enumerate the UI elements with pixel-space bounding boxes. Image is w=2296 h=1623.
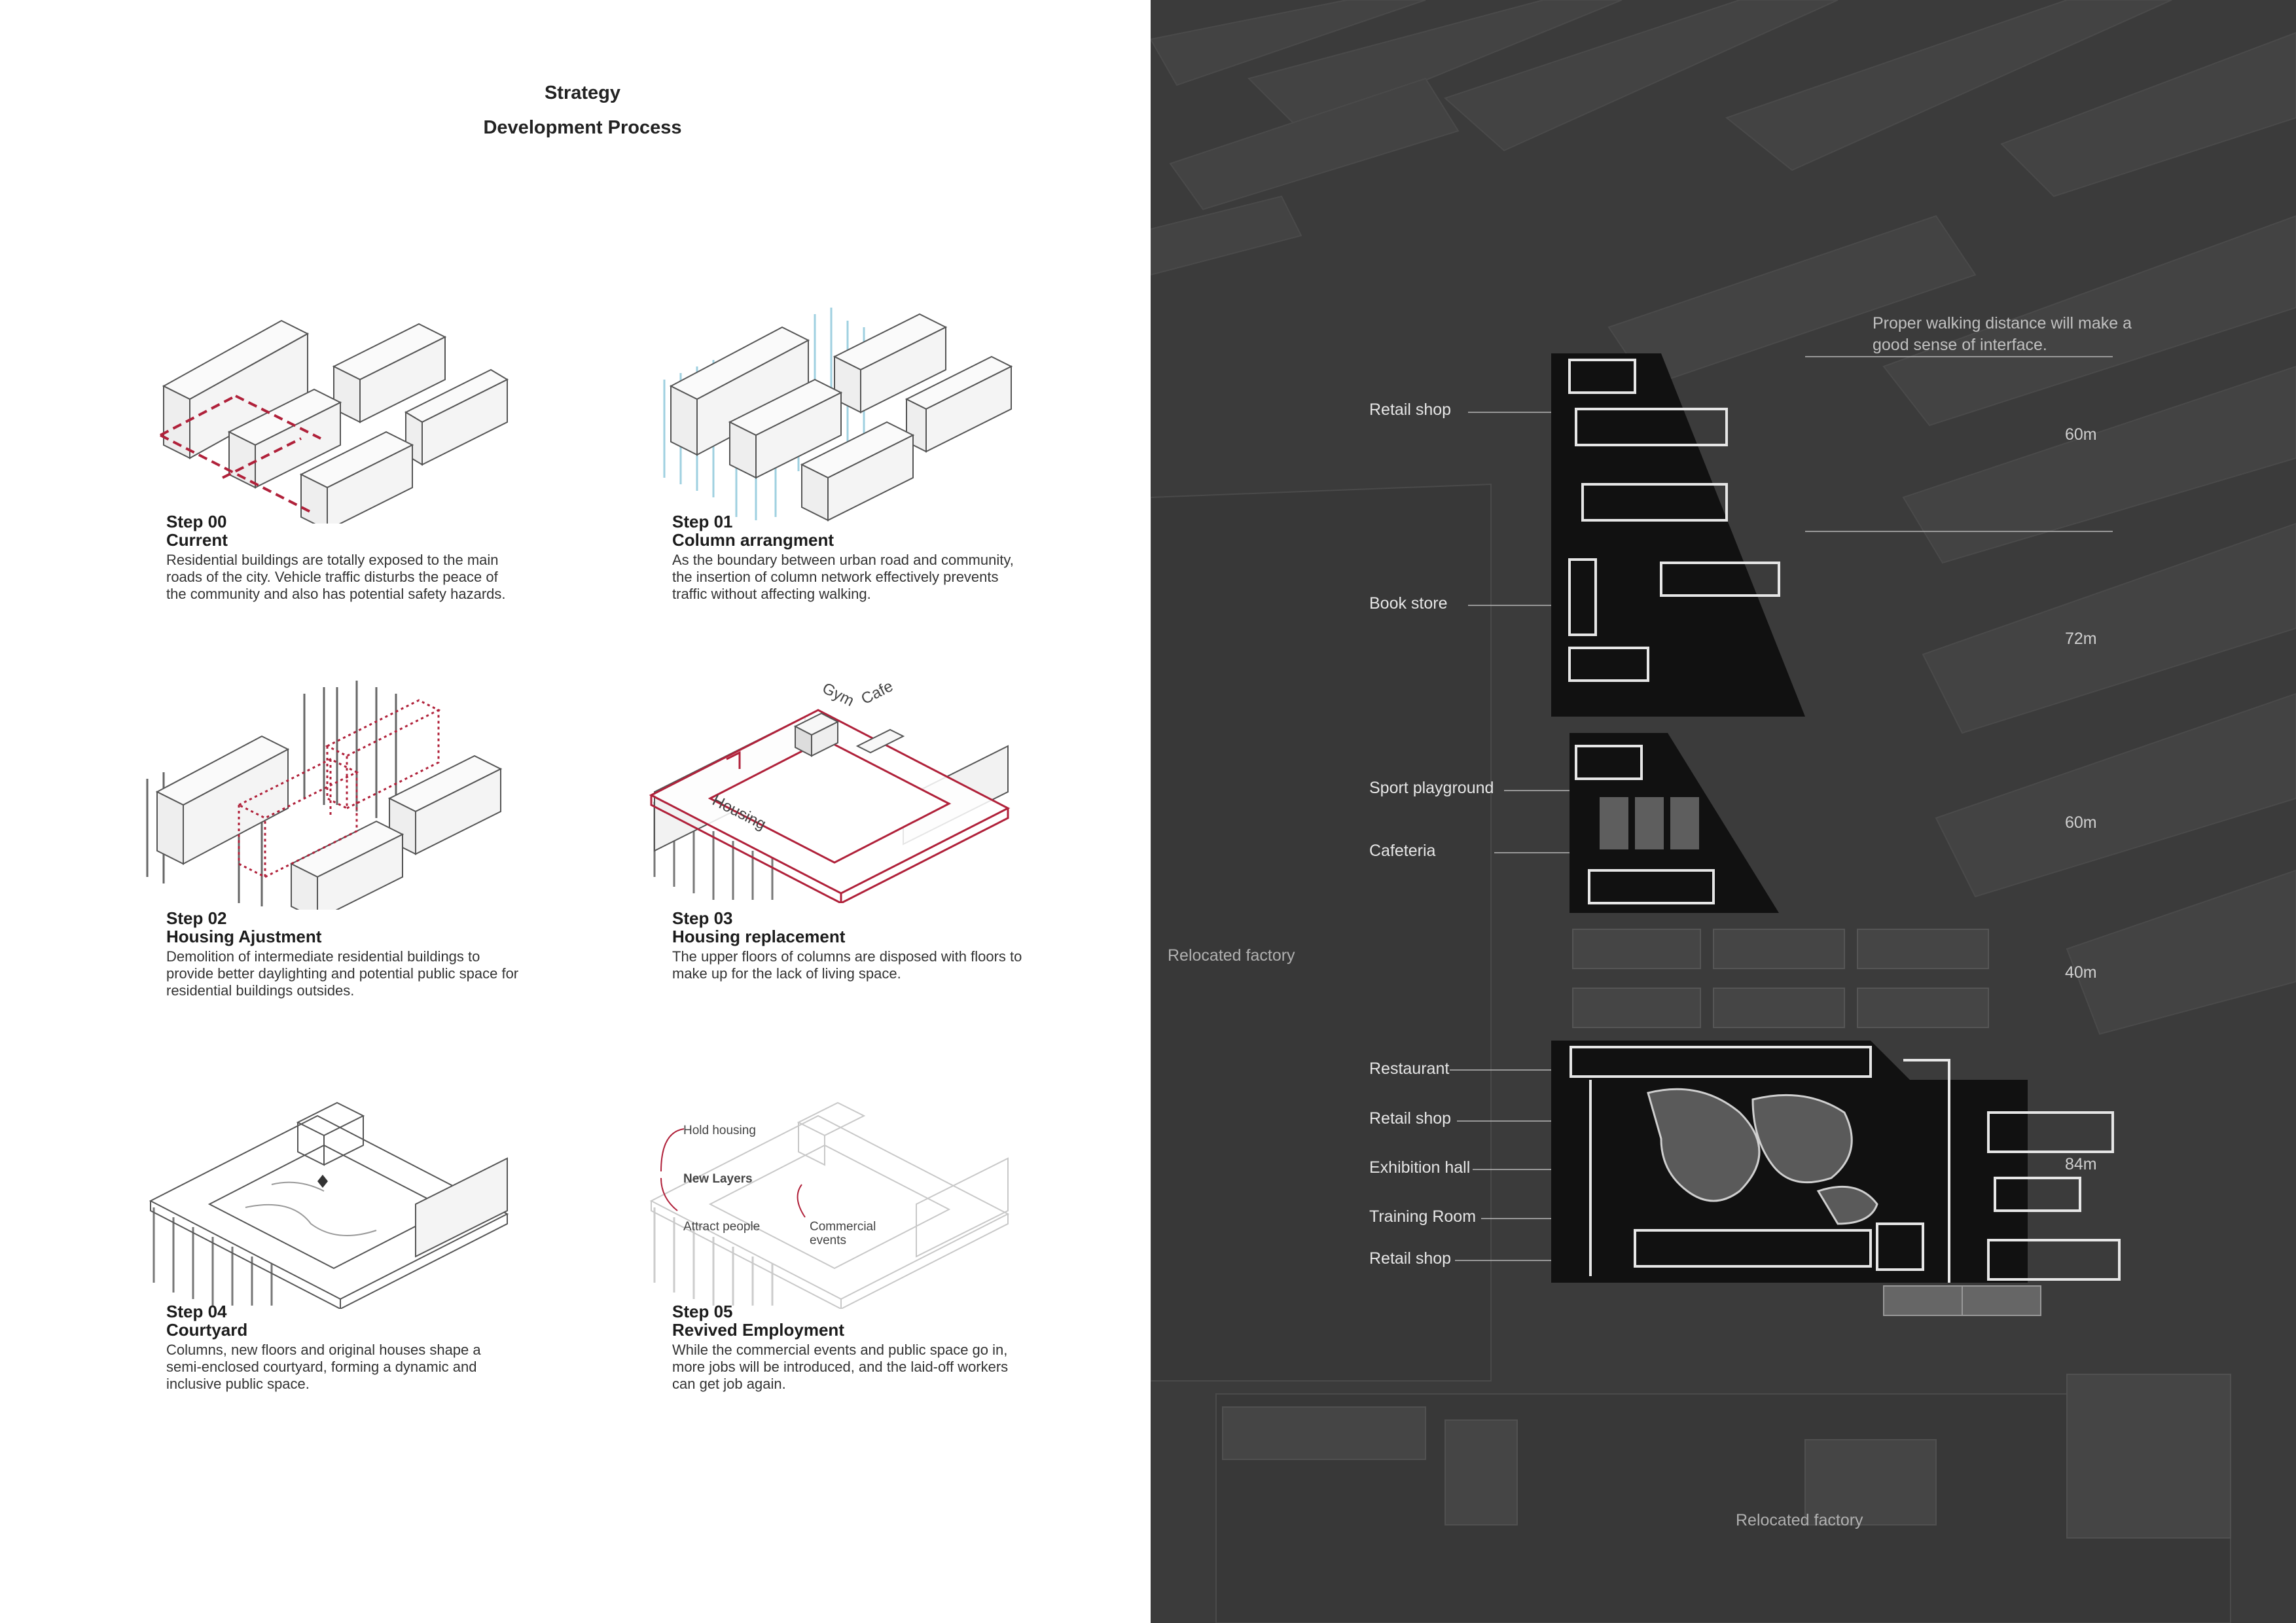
attract-people-label: Attract people	[683, 1220, 761, 1234]
distance-label: 72m	[2065, 630, 2097, 648]
label-relocated-factory-bottom: Relocated factory	[1736, 1511, 1863, 1529]
step-name: Column arrangment	[672, 530, 834, 550]
step-description: Demolition of intermediate residential b…	[166, 948, 519, 999]
step01-diagram	[663, 308, 1013, 522]
step-number: Step 00	[166, 512, 227, 531]
hold-housing-label: Hold housing	[683, 1124, 756, 1137]
distance-label: 60m	[2065, 813, 2097, 832]
page-subtitle: Development Process	[483, 117, 682, 138]
commercial-events-label: Commercial events	[810, 1220, 876, 1247]
label-retail-shop-1: Retail shop	[1369, 401, 1452, 419]
step-number: Step 03	[672, 908, 733, 928]
label-retail-shop-2: Retail shop	[1369, 1109, 1452, 1128]
label-restaurant: Restaurant	[1369, 1060, 1450, 1078]
label-training-room: Training Room	[1369, 1207, 1477, 1226]
label-exhibition-hall: Exhibition hall	[1369, 1158, 1471, 1177]
step-name: Revived Employment	[672, 1320, 844, 1340]
distance-label: 60m	[2065, 425, 2097, 444]
step-number: Step 04	[166, 1302, 227, 1321]
step-02: Step 02 Housing Ajustment Demolition of …	[166, 909, 520, 999]
distance-label: 84m	[2065, 1155, 2097, 1173]
step-description: As the boundary between urban road and c…	[672, 552, 1014, 602]
new-layers-label: New Layers	[683, 1172, 753, 1186]
step-name: Housing Ajustment	[166, 927, 322, 946]
step-description: Residential buildings are totally expose…	[166, 552, 506, 602]
step-04: Step 04 Courtyard Columns, new floors an…	[166, 1302, 520, 1393]
step-description: Columns, new floors and original houses …	[166, 1342, 481, 1392]
step-00: Step 00 Current Residential buildings ar…	[166, 512, 520, 603]
step02-diagram	[146, 681, 503, 910]
step04-diagram	[149, 1101, 509, 1309]
step-number: Step 01	[672, 512, 733, 531]
walking-distance-note: Proper walking distance will make a good…	[1873, 314, 2132, 354]
step-03: Step 03 Housing replacement The upper fl…	[672, 909, 1026, 982]
site-plan-drawing	[1151, 0, 2296, 1623]
step00-diagram	[160, 319, 509, 524]
step03-diagram	[649, 709, 1011, 903]
step-description: The upper floors of columns are disposed…	[672, 948, 1022, 982]
label-cafeteria: Cafeteria	[1369, 842, 1436, 860]
step-number: Step 05	[672, 1302, 733, 1321]
step05-diagram	[649, 1101, 1010, 1309]
label-retail-shop-3: Retail shop	[1369, 1249, 1452, 1268]
step-name: Current	[166, 530, 228, 550]
step-description: While the commercial events and public s…	[672, 1342, 1009, 1392]
label-book-store: Book store	[1369, 594, 1448, 613]
distance-label: 40m	[2065, 963, 2097, 982]
step-05: Step 05 Revived Employment While the com…	[672, 1302, 1026, 1393]
step-number: Step 02	[166, 908, 227, 928]
page-title: Strategy	[544, 82, 621, 103]
label-sport-playground: Sport playground	[1369, 779, 1494, 797]
step-01: Step 01 Column arrangment As the boundar…	[672, 512, 1026, 603]
step-name: Courtyard	[166, 1320, 248, 1340]
label-relocated-factory-left: Relocated factory	[1168, 946, 1295, 965]
step-name: Housing replacement	[672, 927, 846, 946]
strategy-panel: Strategy Development Process	[146, 82, 1026, 1393]
site-plan-map: Proper walking distance will make a good…	[1151, 0, 2296, 1623]
